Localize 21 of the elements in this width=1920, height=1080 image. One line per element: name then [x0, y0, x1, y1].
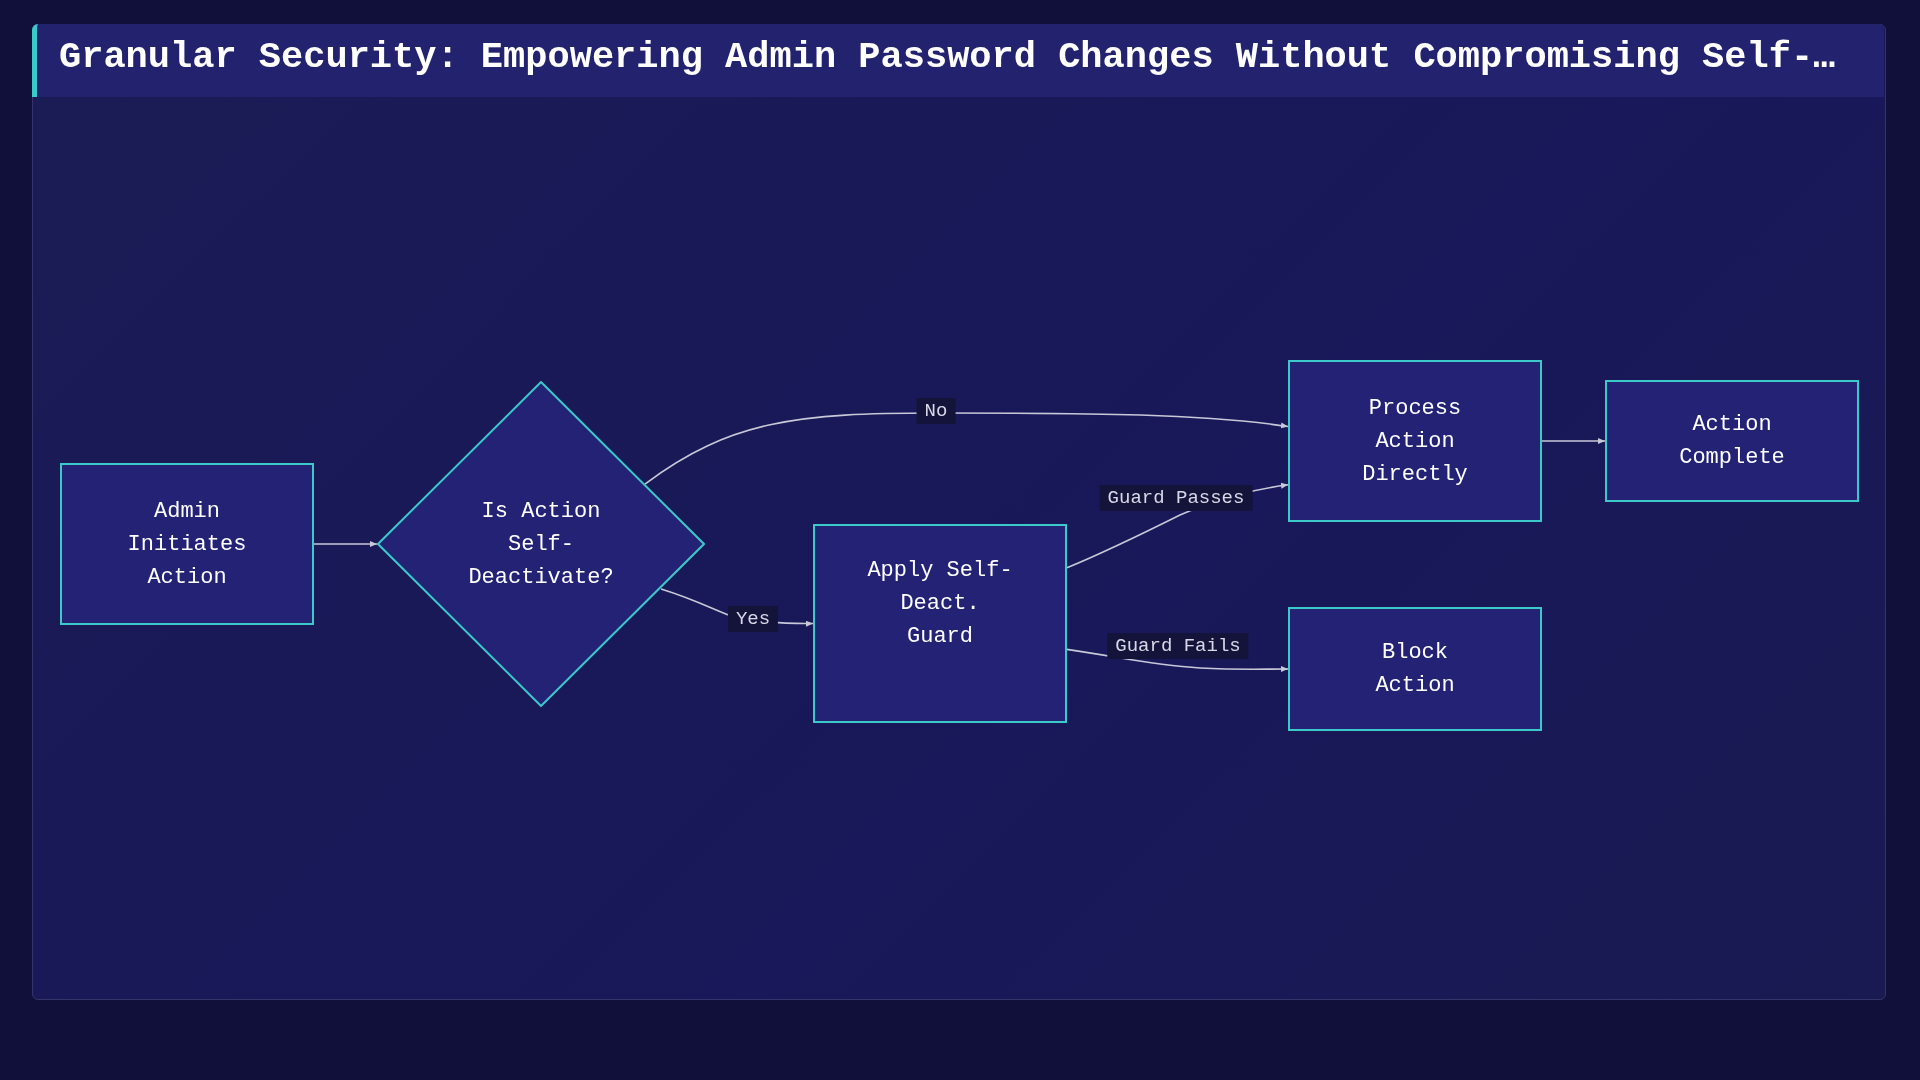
node-label: Process Action Directly [1361, 394, 1469, 489]
process-box [813, 524, 1067, 723]
arrow [1541, 438, 1606, 444]
process-box [1605, 380, 1859, 502]
decision-diamond [377, 381, 705, 707]
edge-label: No [916, 398, 956, 424]
node-label: Block Action [1374, 639, 1456, 700]
process-box [60, 463, 314, 625]
node-label: Action Complete [1678, 411, 1786, 472]
process-box [1288, 360, 1542, 522]
arrow [313, 541, 378, 547]
arrow [644, 412, 1289, 485]
process-box [1288, 607, 1542, 731]
node-label: Admin Initiates Action [126, 497, 248, 592]
diagram-title: Granular Security: Empowering Admin Password Changes Without Compromising Self-… [59, 36, 1836, 78]
arrow [1066, 648, 1289, 672]
node-label: Apply Self-Deact. Guard [866, 557, 1014, 651]
edge-label: Guard Passes [1099, 485, 1253, 511]
edge-label: Yes [727, 606, 779, 632]
node-label: Is Action Self-Deactivate? [467, 497, 615, 592]
edge-label: Guard Fails [1107, 633, 1249, 659]
